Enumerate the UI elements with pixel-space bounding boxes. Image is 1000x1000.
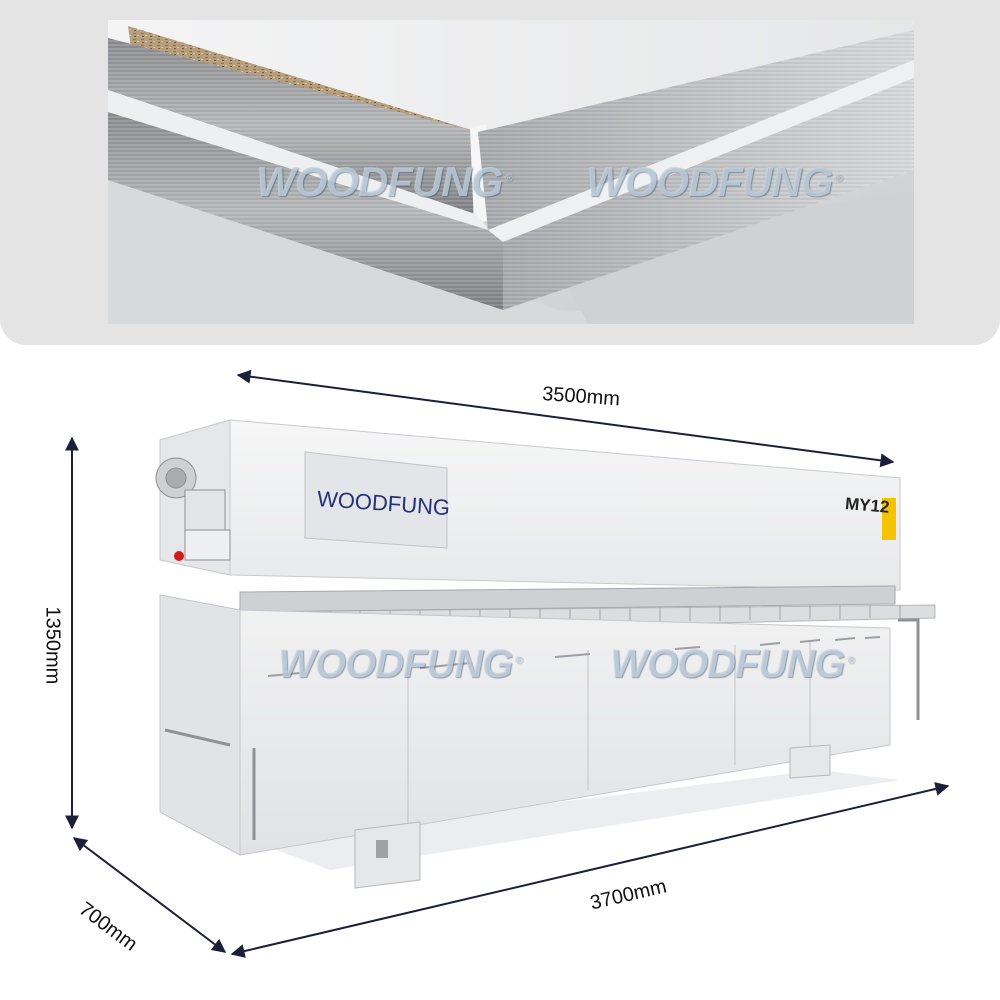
emergency-stop	[174, 551, 184, 561]
length-top-arrow	[236, 369, 895, 468]
watermark-machine-right: WOODFUNG®	[610, 642, 855, 687]
warning-label	[882, 498, 896, 540]
registered-mark: ®	[835, 173, 842, 184]
watermark-text: WOODFUNG	[586, 158, 833, 205]
upper-cover	[159, 419, 901, 591]
right-foot	[789, 744, 831, 779]
registered-mark: ®	[505, 173, 512, 184]
height-label: 1350mm	[41, 606, 64, 685]
registered-mark: ®	[515, 654, 522, 666]
watermark-left: WOODFUNG®	[256, 158, 513, 206]
motor-assembly	[155, 457, 231, 561]
watermark-text: WOODFUNG	[256, 158, 503, 205]
board-corner-image	[108, 20, 914, 324]
watermark-text: WOODFUNG	[278, 642, 513, 686]
door-vents	[267, 636, 881, 677]
model-label: MY12	[844, 494, 891, 517]
edge-banded-panel-photo: WOODFUNG® WOODFUNG®	[108, 20, 914, 324]
watermark-machine-left: WOODFUNG®	[278, 642, 523, 687]
registered-mark: ®	[847, 654, 854, 666]
depth-arrow	[72, 837, 227, 953]
watermark-text: WOODFUNG	[610, 642, 845, 686]
watermark-right: WOODFUNG®	[586, 158, 843, 206]
top-photo-panel: WOODFUNG® WOODFUNG®	[0, 0, 1000, 345]
length-bottom-arrow	[230, 782, 950, 958]
